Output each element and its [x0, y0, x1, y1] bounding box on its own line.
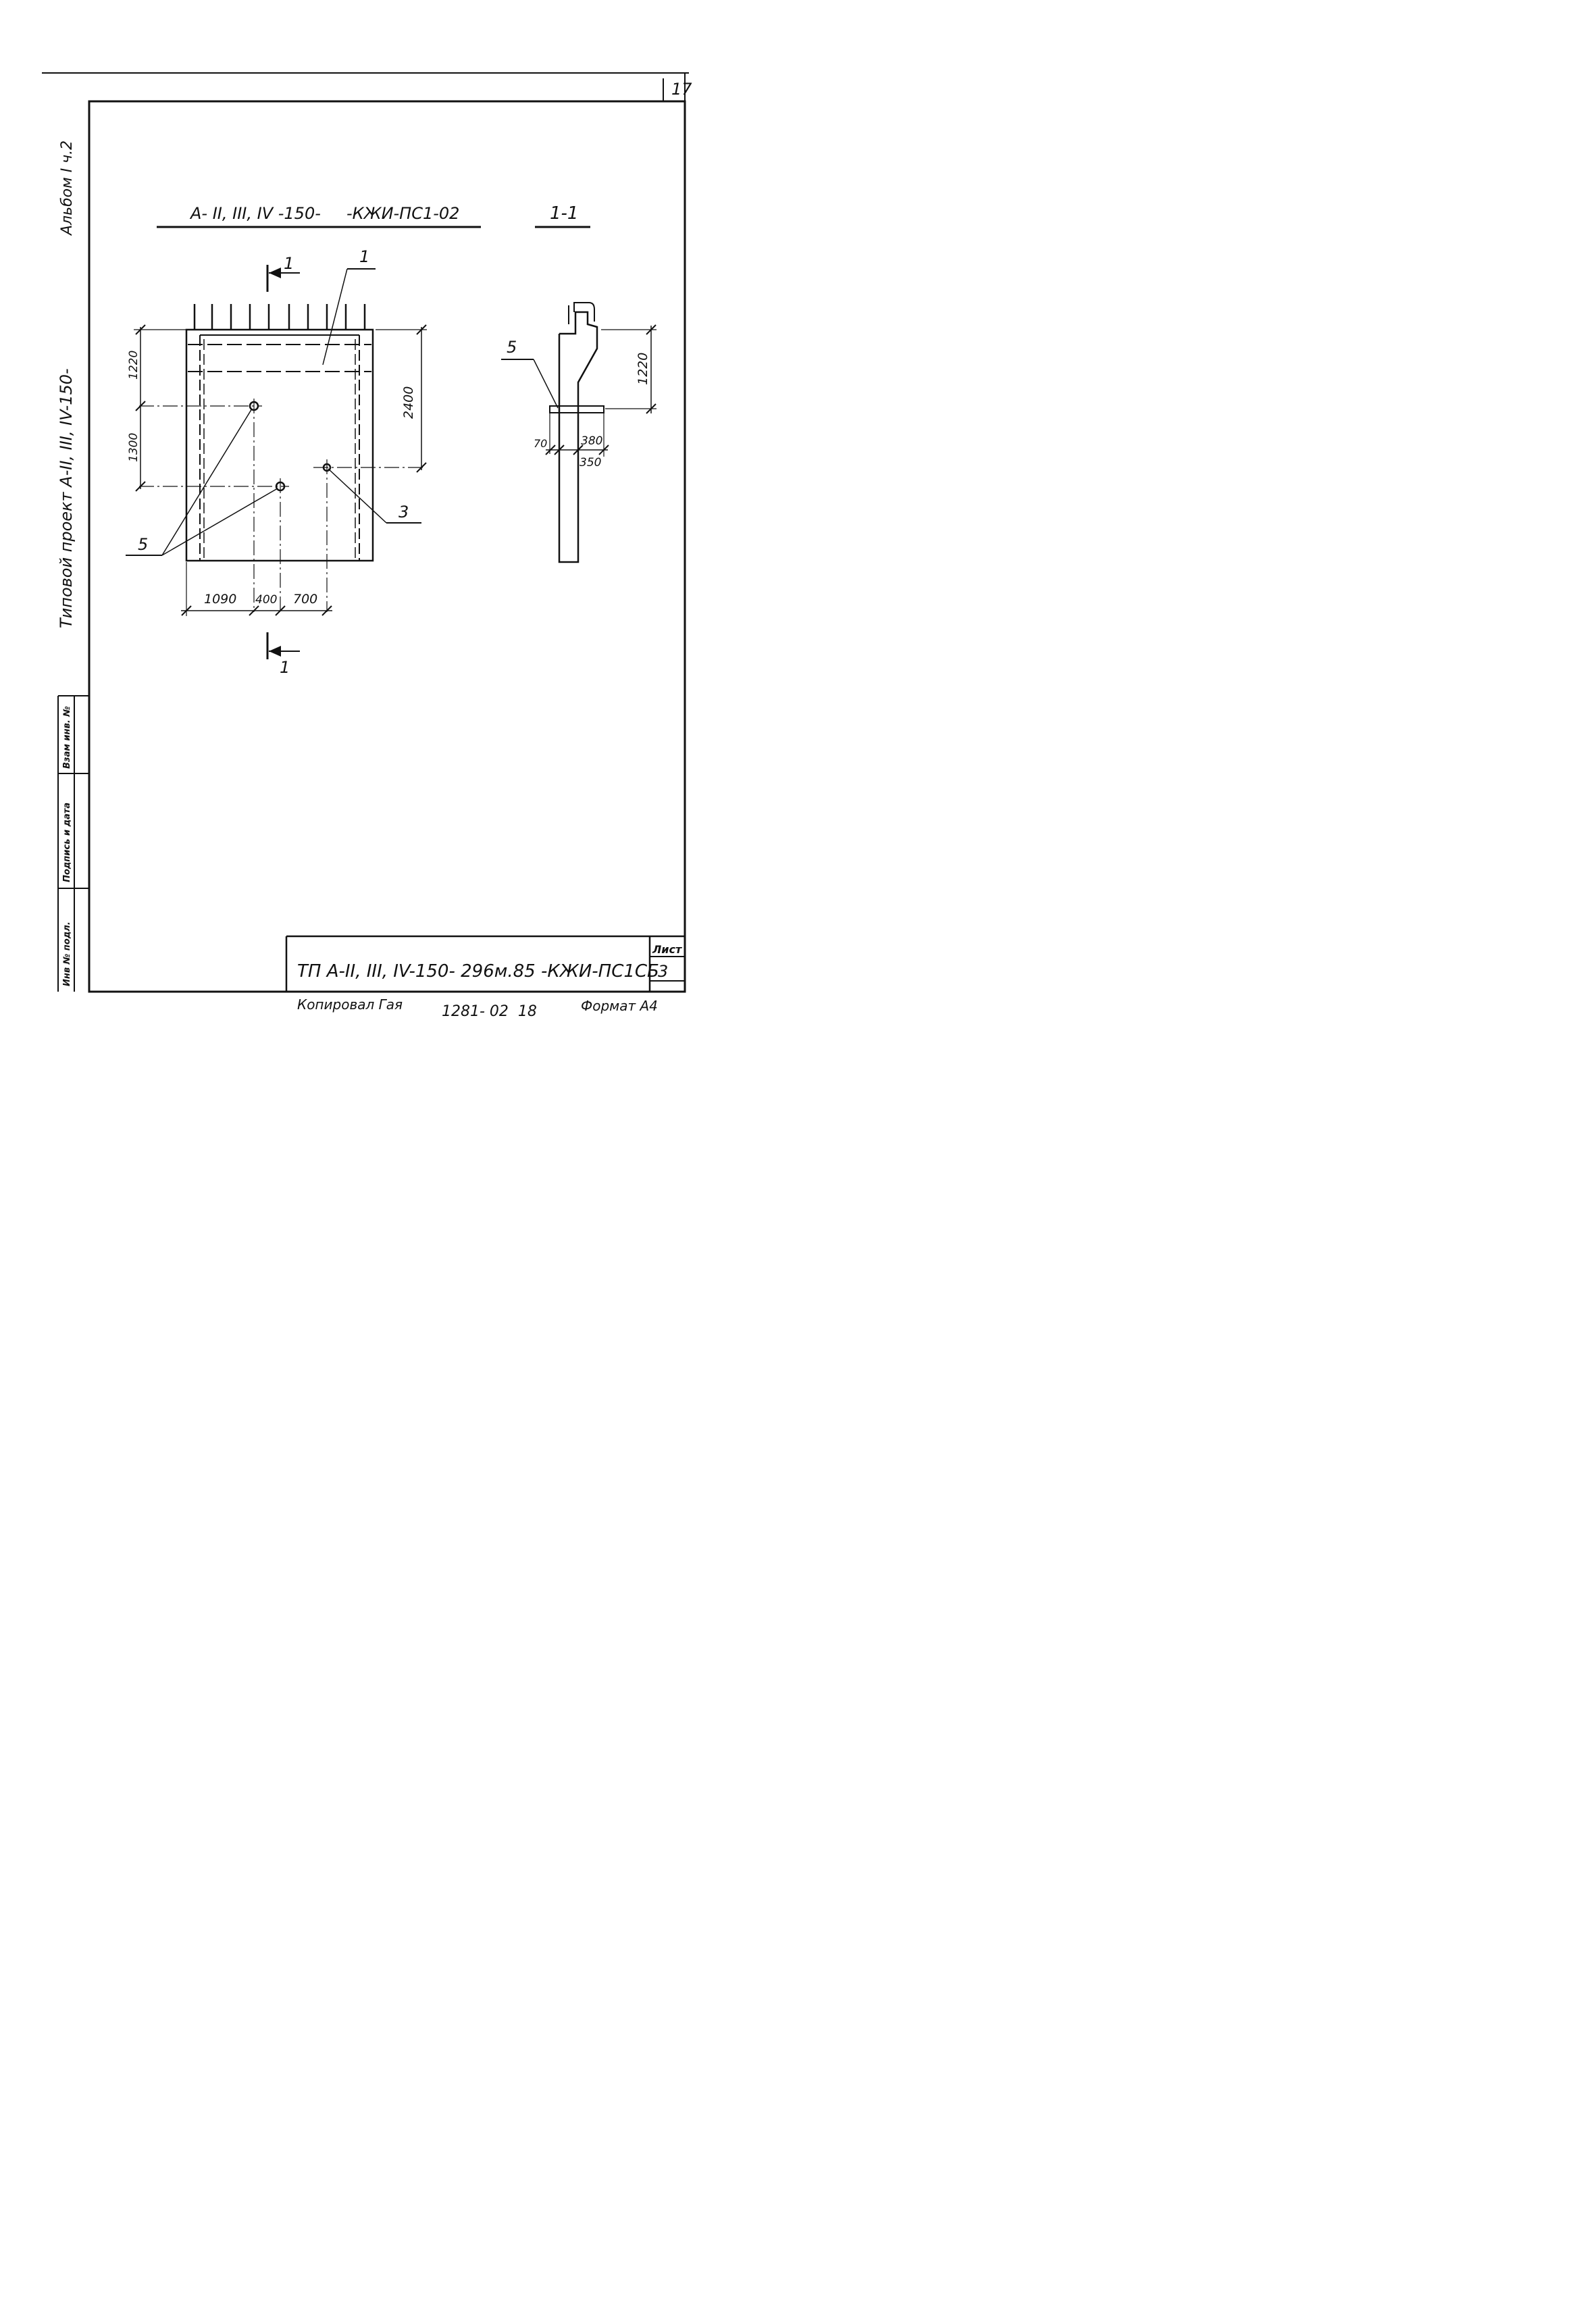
title-block-sheet-label: Лист — [652, 943, 683, 956]
footer-copied: Копировал Гая — [297, 996, 403, 1013]
callout-1-leader — [322, 268, 376, 365]
callout-5-side-label: 5 — [507, 338, 517, 357]
callout-5-front-label: 5 — [138, 535, 148, 554]
dim-front-right: 2400 — [401, 386, 416, 419]
section-title: 1-1 — [550, 203, 578, 224]
section-bottom-dimensions — [545, 413, 609, 457]
title-block-code: ТП А-II, III, IV-150- 296м.85 -КЖИ-ПС1СБ — [297, 961, 659, 982]
front-left-dimensions — [134, 324, 186, 492]
dim-front-bottom-2: 400 — [255, 593, 277, 607]
section-mark-top-label: 1 — [284, 254, 294, 273]
drawing-sheet: 17 Альбом I ч.2 Типовой проект А-II, III… — [42, 72, 692, 1020]
section-right-dimension — [601, 324, 657, 414]
callout-3-label: 3 — [398, 503, 409, 522]
dim-front-bottom-3: 700 — [293, 592, 317, 607]
footer-number: 1281- 02 18 — [442, 1003, 537, 1020]
dim-section-380: 380 — [581, 434, 602, 448]
footer-format: Формат А4 — [581, 998, 658, 1014]
dim-section-right: 1220 — [636, 353, 650, 385]
album-label: Альбом I ч.2 — [59, 141, 76, 236]
stamp-podpis-data: Подпись и дата — [62, 803, 72, 882]
section-mark-top — [266, 265, 300, 292]
dim-front-bottom-1: 1090 — [204, 592, 236, 607]
dim-section-70: 70 — [534, 437, 547, 450]
stamp-inv-podl: Инв № подл. — [62, 921, 72, 986]
sheet-corner-number: 17 — [671, 80, 692, 99]
section-mark-bottom-label: 1 — [280, 658, 290, 677]
callout-3-leader — [328, 468, 421, 524]
section-mark-bottom — [266, 632, 300, 659]
dim-front-left-bottom: 1300 — [127, 433, 140, 462]
front-right-dimension — [376, 324, 427, 473]
front-bottom-dimensions — [181, 562, 332, 616]
project-label: Типовой проект А-II, III, IV-150- — [57, 368, 76, 628]
stamp-columns — [57, 695, 89, 992]
section-view — [549, 302, 604, 563]
title-block-sheet-number: 3 — [658, 962, 668, 981]
title-block — [285, 935, 685, 992]
dim-section-350: 350 — [580, 456, 601, 469]
stamp-vzam-inv: Взам инв. № — [62, 706, 72, 769]
sheet-frame — [42, 72, 689, 993]
callout-5-front-leader — [126, 408, 278, 556]
main-title: А- II, III, IV -150- -КЖИ-ПС1-02 — [189, 204, 459, 223]
front-view — [139, 304, 426, 612]
dim-front-left-top: 1220 — [127, 351, 140, 380]
callout-1-label: 1 — [359, 247, 369, 266]
callout-5-side-leader — [501, 359, 559, 409]
